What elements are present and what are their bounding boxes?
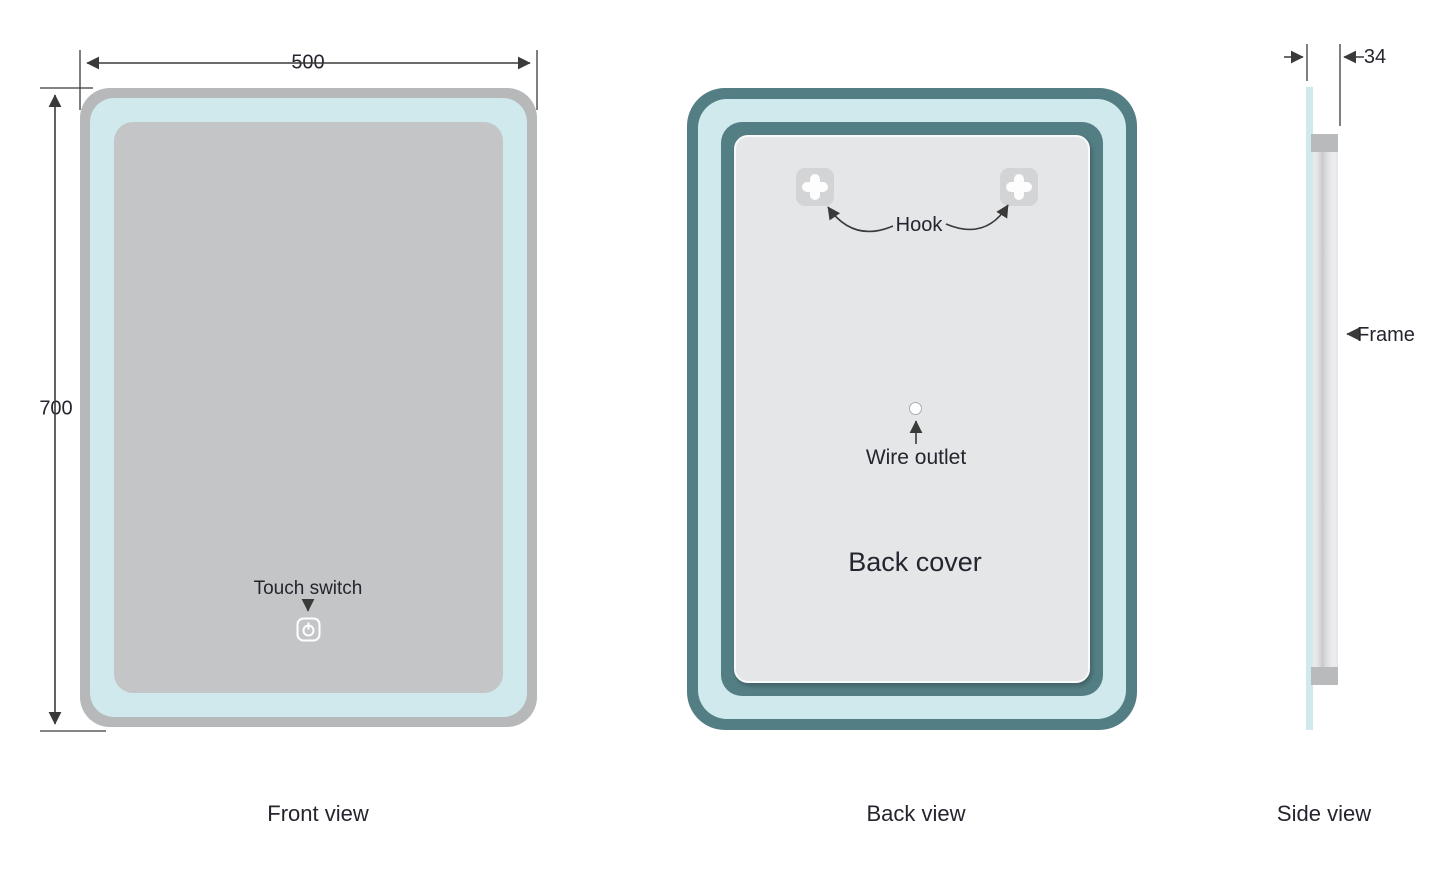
width-dimension-label: 500 (284, 50, 332, 76)
side-frame-body (1313, 134, 1338, 685)
frame-label: Frame (1357, 324, 1415, 346)
side-frame-cap-top (1311, 134, 1338, 152)
touch-switch-label: Touch switch (253, 578, 363, 599)
front-mirror-frame (80, 88, 537, 727)
back-cover-label: Back cover (848, 547, 982, 577)
front-view-caption: Front view (267, 801, 369, 826)
hook-icon-left (796, 168, 834, 206)
back-view-caption: Back view (866, 801, 966, 826)
hook-cross-vertical (1014, 174, 1024, 200)
front-mirror-surface (114, 122, 503, 693)
back-mirror-frame (687, 88, 1137, 730)
thickness-dimension-label: 34 (1363, 46, 1387, 68)
wire-outlet-label: Wire outlet (865, 446, 967, 469)
hook-icon-right (1000, 168, 1038, 206)
wire-outlet-hole (909, 402, 922, 415)
hook-label: Hook (895, 214, 943, 236)
hook-cross-vertical (810, 174, 820, 200)
height-dimension-label: 700 (32, 396, 80, 422)
power-icon-glyph (296, 617, 321, 642)
side-frame-cap-bottom (1311, 667, 1338, 685)
side-view-caption: Side view (1276, 801, 1372, 826)
side-mirror-strip (1306, 87, 1313, 730)
power-icon (296, 617, 321, 642)
